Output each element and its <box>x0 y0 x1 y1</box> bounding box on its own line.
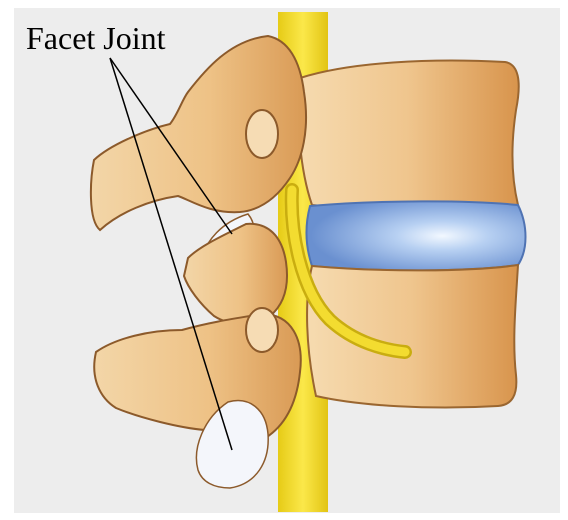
upper-vertebral-body <box>299 61 519 211</box>
lower-pedicle <box>246 308 278 352</box>
facet-joint-label: Facet Joint <box>26 22 166 54</box>
upper-pedicle <box>246 110 278 158</box>
middle-articular-process <box>184 224 287 324</box>
lower-vertebral-body <box>307 265 518 408</box>
intervertebral-disc <box>306 201 525 270</box>
